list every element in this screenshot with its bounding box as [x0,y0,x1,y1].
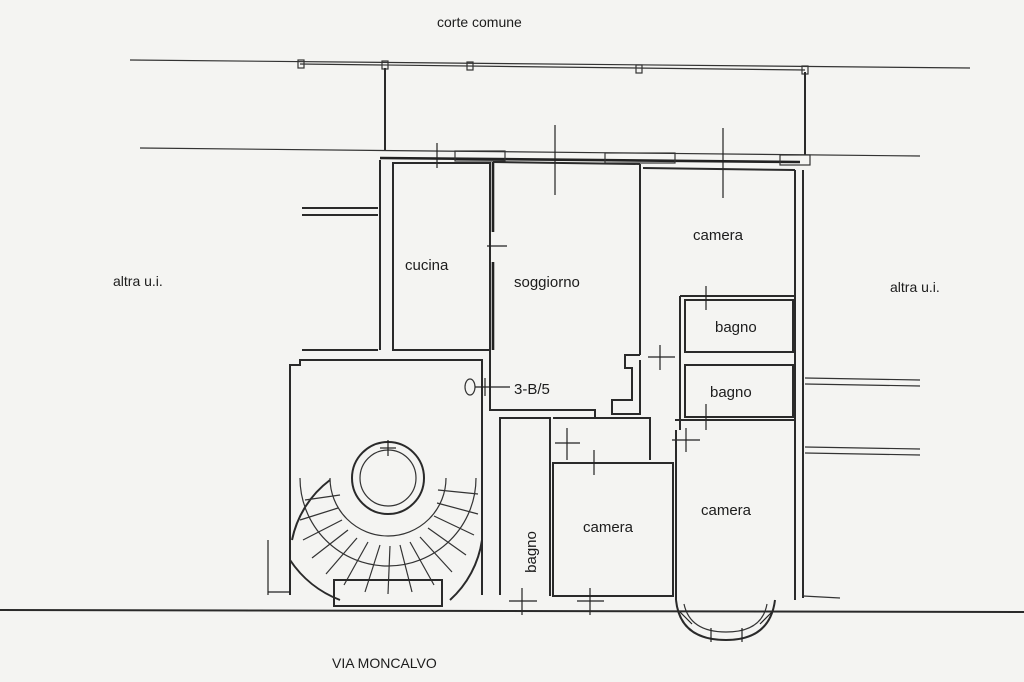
lower-rooms-walls [499,417,795,615]
bedroom-bottom-left-label: camera [583,519,634,536]
left-unit-walls [302,160,381,351]
street-line [0,609,1024,613]
street-label: VIA MONCALVO [332,655,437,671]
left-unit-label: altra u.i. [113,273,163,289]
bathroom-2-label: bagno [710,384,752,401]
right-unit-walls [802,377,921,599]
north-wall [139,125,921,198]
entrance-door-icon [464,378,510,396]
bedroom-top-label: camera [693,227,744,244]
living-room-label: soggiorno [514,274,580,291]
spiral-staircase [267,359,483,607]
bathroom-1-label: bagno [715,319,757,336]
unit-code-label: 3-B/5 [514,381,550,398]
kitchen-label: cucina [405,257,449,274]
kitchen-walls [392,162,507,351]
right-unit-label: altra u.i. [890,279,940,295]
bedroom-bottom-right-label: camera [701,502,752,519]
court-label: corte comune [437,14,522,30]
bay-window [675,599,776,642]
court-wall [129,59,971,155]
bathroom-vertical-label: bagno [523,531,540,573]
right-rooms-walls [642,167,804,600]
living-room-walls [489,161,675,418]
